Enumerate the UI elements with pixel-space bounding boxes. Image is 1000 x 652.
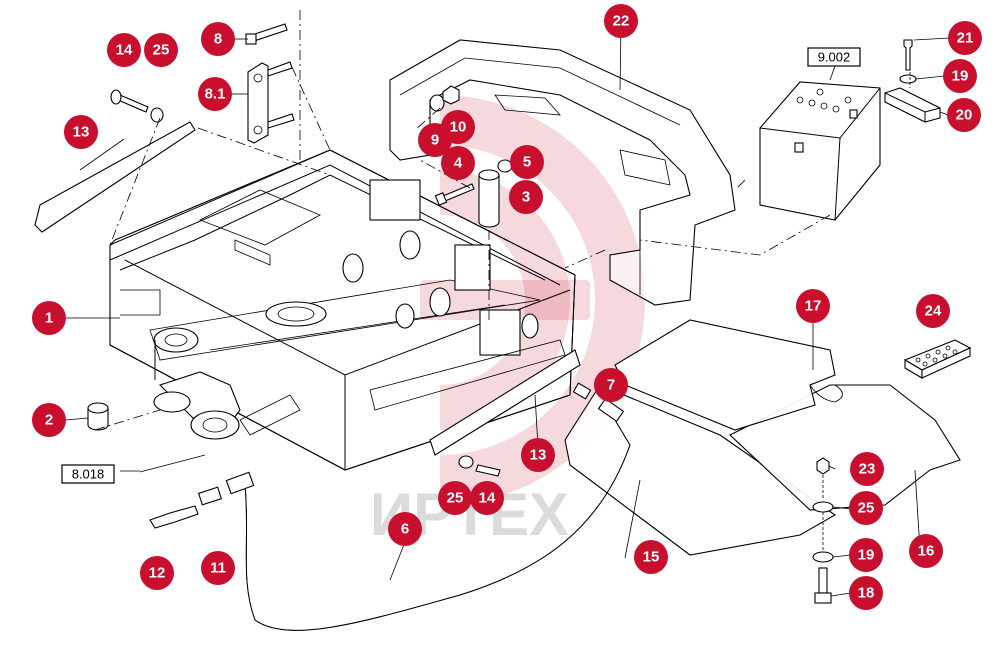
cable-end-connector bbox=[225, 471, 255, 495]
callout-25-top-label: 25 bbox=[153, 42, 170, 59]
callout-15-label: 15 bbox=[643, 549, 660, 566]
callout-10[interactable]: 10 bbox=[441, 110, 475, 144]
callout-11-label: 11 bbox=[210, 560, 226, 577]
callout-20-label: 20 bbox=[956, 107, 973, 124]
callout-21[interactable]: 21 bbox=[948, 21, 982, 55]
callout-8-1-label: 8.1 bbox=[205, 86, 226, 103]
callout-13-top[interactable]: 13 bbox=[64, 115, 98, 149]
washer-9-part bbox=[429, 94, 445, 112]
callout-19-bottom-label: 19 bbox=[858, 547, 875, 564]
callout-10-label: 10 bbox=[450, 119, 467, 136]
callout-14-top[interactable]: 14 bbox=[107, 33, 141, 67]
callout-13-bottom[interactable]: 13 bbox=[521, 438, 555, 472]
ref-label-8018: 8.018 bbox=[72, 467, 105, 482]
callout-23-label: 23 bbox=[859, 461, 876, 478]
nut-5-part bbox=[497, 159, 513, 173]
callout-5-label: 5 bbox=[523, 154, 531, 171]
callout-8[interactable]: 8 bbox=[201, 22, 235, 56]
callout-2-label: 2 bbox=[45, 412, 53, 429]
callout-20[interactable]: 20 bbox=[947, 98, 981, 132]
callout-9-label: 9 bbox=[431, 132, 439, 149]
callout-25-right-label: 25 bbox=[858, 500, 875, 517]
callout-19-bottom[interactable]: 19 bbox=[849, 538, 883, 572]
bracket-part bbox=[245, 23, 295, 144]
battery-part bbox=[759, 81, 881, 221]
callout-25-bottom-label: 25 bbox=[447, 490, 464, 507]
cover-plates-part bbox=[564, 319, 961, 556]
callout-15[interactable]: 15 bbox=[634, 540, 668, 574]
strip-13-bottom-part bbox=[429, 349, 581, 456]
callout-19-top-label: 19 bbox=[952, 68, 969, 85]
pin-part bbox=[478, 169, 500, 228]
counterweight-part bbox=[389, 39, 736, 306]
callout-24-label: 24 bbox=[925, 303, 942, 320]
fitting-7-part bbox=[572, 382, 592, 400]
callout-5[interactable]: 5 bbox=[510, 145, 544, 179]
callout-24[interactable]: 24 bbox=[916, 294, 950, 328]
battery-guide-line bbox=[639, 179, 831, 256]
callout-11[interactable]: 11 bbox=[201, 551, 235, 585]
fitting-11-part bbox=[197, 486, 223, 506]
battery-clamp-part bbox=[884, 39, 941, 123]
callout-7[interactable]: 7 bbox=[594, 368, 628, 402]
fitting-12-part bbox=[149, 505, 199, 529]
callout-16[interactable]: 16 bbox=[909, 534, 943, 568]
pad-24-part bbox=[903, 339, 972, 379]
strip-13-top-part bbox=[34, 121, 196, 233]
callout-14-bottom[interactable]: 14 bbox=[470, 481, 504, 515]
callout-14-bottom-label: 14 bbox=[479, 490, 496, 507]
callout-17-label: 17 bbox=[805, 298, 822, 315]
callout-4[interactable]: 4 bbox=[441, 146, 475, 180]
callout-8-label: 8 bbox=[214, 31, 222, 48]
callout-16-label: 16 bbox=[918, 543, 935, 560]
main-frame-part bbox=[109, 149, 576, 471]
callout-13-bottom-label: 13 bbox=[530, 447, 547, 464]
callout-13-top-label: 13 bbox=[73, 124, 90, 141]
cable-socket-connector bbox=[597, 398, 625, 422]
callout-1-label: 1 bbox=[45, 310, 53, 327]
callout-25-top[interactable]: 25 bbox=[144, 33, 178, 67]
callout-12-label: 12 bbox=[149, 565, 166, 582]
callout-3[interactable]: 3 bbox=[509, 180, 543, 214]
callout-4-label: 4 bbox=[454, 155, 463, 172]
callout-22-label: 22 bbox=[613, 13, 630, 30]
callout-25-bottom[interactable]: 25 bbox=[438, 481, 472, 515]
ref-box-8018: 8.018 bbox=[61, 464, 115, 484]
callout-18[interactable]: 18 bbox=[849, 576, 883, 610]
bolt-14-top-part bbox=[110, 89, 164, 123]
fastener-stack-part bbox=[812, 457, 834, 604]
callout-23[interactable]: 23 bbox=[850, 452, 884, 486]
callout-6-label: 6 bbox=[401, 521, 409, 538]
callout-21-label: 21 bbox=[957, 30, 974, 47]
callout-8-1[interactable]: 8.1 bbox=[198, 77, 232, 111]
callout-6[interactable]: 6 bbox=[388, 512, 422, 546]
ref-label-9002: 9.002 bbox=[818, 50, 851, 65]
callout-1[interactable]: 1 bbox=[32, 301, 66, 335]
bolt-14-bottom-part bbox=[458, 455, 501, 477]
callout-18-label: 18 bbox=[858, 585, 875, 602]
bushing-part bbox=[87, 402, 109, 431]
bolt-4-part bbox=[434, 183, 475, 206]
callout-12[interactable]: 12 bbox=[140, 556, 174, 590]
callout-19-top[interactable]: 19 bbox=[943, 59, 977, 93]
leader-lines bbox=[65, 24, 951, 597]
ref-box-9002: 9.002 bbox=[807, 47, 861, 67]
callout-25-right[interactable]: 25 bbox=[849, 491, 883, 525]
callout-7-label: 7 bbox=[607, 377, 615, 394]
cable-inner-line bbox=[244, 414, 631, 631]
assembly-guide-lines bbox=[94, 10, 606, 431]
callout-2[interactable]: 2 bbox=[32, 403, 66, 437]
callout-14-top-label: 14 bbox=[116, 42, 133, 59]
callout-22[interactable]: 22 bbox=[604, 4, 638, 38]
nut-10-part bbox=[442, 85, 460, 105]
callout-17[interactable]: 17 bbox=[796, 289, 830, 323]
callout-3-label: 3 bbox=[522, 189, 530, 206]
